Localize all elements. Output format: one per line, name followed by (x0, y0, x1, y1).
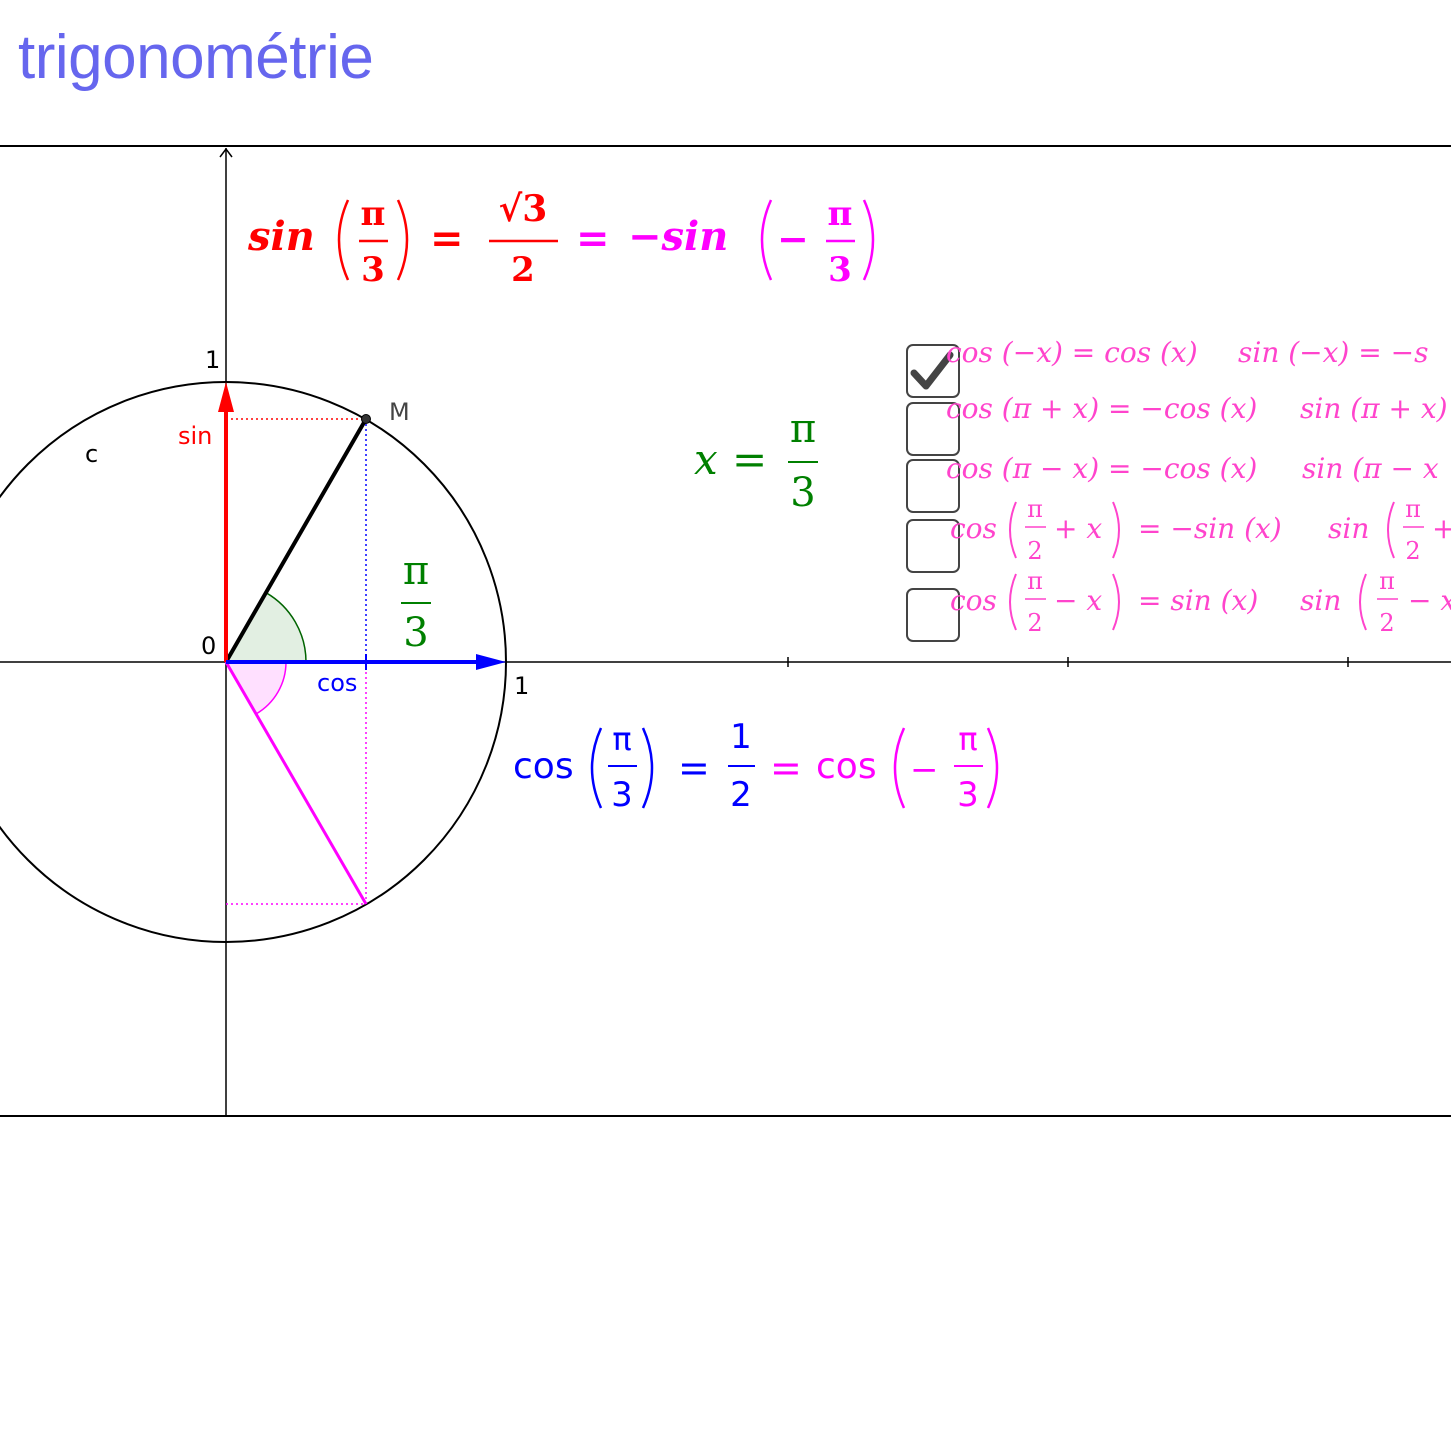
formula-3-cos: cos (π − x) = −cos (x) (946, 452, 1257, 485)
cos-eq-equals: = (678, 746, 710, 790)
formula-4-sin-open-paren (1387, 501, 1395, 559)
sin-eq-open-paren (337, 199, 350, 281)
formula-4-cos-tail: + x (1054, 512, 1102, 545)
sin-eq-rhs-minus: − (777, 216, 809, 261)
sin-eq-close-paren (396, 199, 409, 281)
sin-eq-rhs-open-paren (760, 199, 773, 281)
point-m-label: M (389, 398, 410, 426)
formula-2-cos: cos (π + x) = −cos (x) (946, 392, 1257, 425)
cos-eq-rhs-close-paren (986, 727, 999, 809)
cos-eq-fn: cos (513, 746, 574, 787)
sin-eq-rhs-arg-den: 3 (828, 250, 852, 290)
point-m[interactable] (361, 414, 371, 424)
axes: 1 0 1 (0, 147, 1451, 1116)
formula-3-sin: sin (π − x (1302, 452, 1439, 485)
formula-4-cos-rhs: = −sin (x) (1138, 512, 1282, 545)
sin-eq-arg-den: 3 (361, 250, 385, 290)
formula-4-sin-tail: + (1432, 512, 1451, 545)
formula-5-sin-open-paren (1359, 573, 1367, 631)
formula-5-close-paren (1112, 573, 1120, 631)
sin-eq-fn: sin (247, 213, 315, 260)
x-value-text: x = π 3 (694, 406, 818, 516)
sin-eq-value-den: 2 (511, 250, 535, 290)
formula-5-cos-num: π (1027, 567, 1043, 595)
angle-sector-positive[interactable] (224, 591, 307, 663)
formula-5-open-paren (1009, 573, 1017, 631)
formula-4-sin-fn: sin (1328, 512, 1369, 545)
sin-eq-value-root: √3 (499, 188, 548, 230)
cos-eq-value-num: 1 (730, 717, 752, 757)
cos-eq-rhs-open-paren (893, 727, 906, 809)
checkbox-identity-5[interactable] (906, 588, 960, 642)
cos-eq-rhs-arg-den: 3 (957, 775, 979, 815)
formula-1-sin: sin (−x) = −s (1238, 336, 1428, 369)
checkbox-identity-1[interactable] (906, 344, 960, 398)
circle-label: c (85, 440, 98, 468)
cos-eq-open-paren (590, 727, 603, 809)
checkmark-icon (910, 351, 954, 390)
formula-5-cos-tail: − x (1054, 584, 1102, 617)
radius-om[interactable] (224, 418, 368, 663)
cos-eq-close-paren (641, 727, 654, 809)
formula-5-cos-rhs: = sin (x) (1138, 584, 1258, 617)
sin-eq-rhs-arg-num: π (828, 194, 853, 234)
sin-eq-rhs-close-paren (862, 199, 875, 281)
formula-5-cos-fn: cos (950, 584, 997, 617)
checkbox-identity-2[interactable] (906, 402, 960, 456)
checkbox-identity-3[interactable] (906, 459, 960, 513)
x-denominator: 3 (790, 470, 815, 516)
angle-label-numerator: π (403, 548, 429, 594)
sin-label: sin (178, 422, 212, 450)
sin-equation: sin π 3 = √3 2 = −sin − π 3 (247, 188, 875, 290)
formula-4-cos-num: π (1027, 495, 1043, 523)
x-variable: x (694, 435, 718, 484)
x-unit-label: 1 (514, 672, 529, 700)
checkbox-identity-4[interactable] (906, 519, 960, 573)
formula-4-sin-den: 2 (1405, 537, 1420, 565)
cos-eq-value-den: 2 (730, 775, 752, 815)
cos-eq-rhs-arg-num: π (958, 720, 977, 758)
origin-label: 0 (201, 632, 216, 660)
cos-eq-arg-den: 3 (611, 775, 633, 815)
formula-2-sin: sin (π + x) (1300, 392, 1448, 425)
formula-5-sin-fn: sin (1300, 584, 1341, 617)
cos-vector-arrowhead (476, 654, 506, 670)
cos-eq-rhs-fn: cos (816, 746, 877, 787)
cos-eq-arg-num: π (612, 720, 631, 758)
angle-sector-negative[interactable] (224, 661, 287, 716)
formula-5-sin-num: π (1379, 567, 1395, 595)
formula-1-cos: cos (−x) = cos (x) (946, 336, 1198, 369)
sin-eq-equals2: = (576, 215, 610, 262)
cos-eq-rhs-minus: − (910, 750, 939, 790)
y-axis-arrow (219, 147, 233, 158)
radius-negative[interactable] (224, 661, 368, 905)
x-equals: = (732, 435, 767, 484)
angle-label-denominator: 3 (403, 610, 428, 656)
cos-eq-equals2: = (770, 746, 802, 790)
angle-label: π 3 (401, 548, 431, 656)
formula-5-cos-den: 2 (1027, 609, 1042, 637)
formula-4-cos-den: 2 (1027, 537, 1042, 565)
formula-5-sin-tail: − x (1408, 584, 1451, 617)
checkbox-list (906, 344, 960, 642)
sin-eq-equals: = (430, 215, 464, 262)
formula-5-sin-den: 2 (1379, 609, 1394, 637)
formula-4-open-paren (1009, 501, 1017, 559)
sin-eq-rhs-fn: −sin (628, 213, 728, 260)
app-title: trigonométrie (18, 23, 374, 92)
formula-4-sin-num: π (1405, 495, 1421, 523)
sin-eq-arg-num: π (361, 194, 386, 234)
sin-vector-arrowhead (218, 382, 234, 412)
formula-4-cos-fn: cos (950, 512, 997, 545)
cos-label: cos (317, 669, 357, 697)
formula-4-close-paren (1112, 501, 1120, 559)
y-unit-label: 1 (205, 346, 220, 374)
identity-formulas: cos (−x) = cos (x) sin (−x) = −s cos (π … (946, 336, 1451, 637)
x-numerator: π (790, 406, 816, 452)
cos-equation: cos π 3 = 1 2 = cos − π 3 (513, 717, 999, 815)
